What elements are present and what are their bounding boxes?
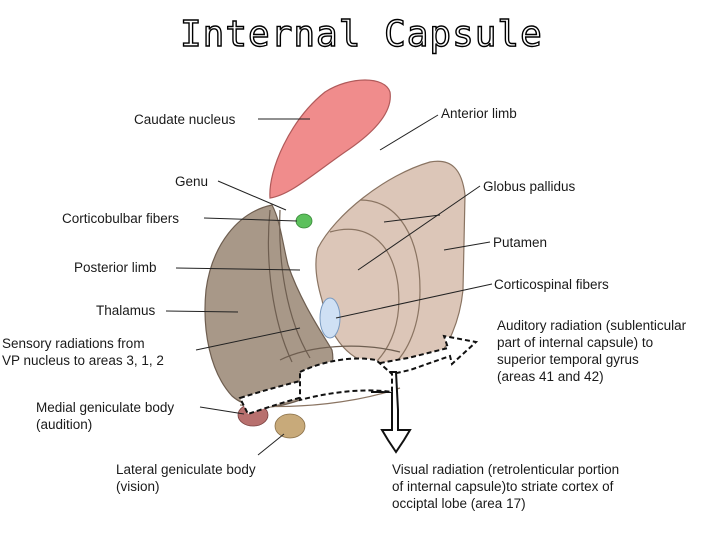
leader-posterior-limb: [175, 267, 301, 271]
label-genu: Genu: [175, 174, 208, 189]
leader-corticobulbar: [203, 217, 298, 222]
thalamus-fiber-line-2: [279, 209, 311, 359]
label-medial-geniculate-body: Medial geniculate body (audition): [36, 400, 178, 432]
label-sensory-radiations: Sensory radiations from VP nucleus to ar…: [2, 336, 164, 368]
label-anterior-limb: Anterior limb: [441, 106, 517, 121]
globus-pallidus-inner-boundary: [329, 228, 400, 367]
leader-medial-geniculate: [199, 406, 245, 415]
label-corticospinal-fibers: Corticospinal fibers: [494, 277, 609, 292]
leader-lateral-geniculate: [257, 433, 285, 456]
label-caudate-nucleus: Caudate nucleus: [134, 112, 236, 127]
label-auditory-radiation: Auditory radiation (sublenticular part o…: [497, 318, 690, 384]
capsule-arc: [279, 345, 401, 361]
thalamus: [204, 204, 334, 408]
leader-genu: [217, 180, 287, 211]
label-posterior-limb: Posterior limb: [74, 260, 157, 275]
corticospinal-fibers: [319, 297, 341, 339]
page-title: Internal Capsule: [179, 13, 543, 55]
label-lateral-geniculate-body: Lateral geniculate body (vision): [116, 462, 259, 494]
leader-putamen: [443, 241, 491, 251]
label-putamen: Putamen: [493, 235, 547, 250]
leader-anterior-limb: [379, 114, 439, 151]
thalamus-fiber-line-1: [267, 209, 293, 363]
label-corticobulbar-fibers: Corticobulbar fibers: [62, 211, 179, 226]
caudate-nucleus: [269, 79, 391, 199]
corticobulbar-fibers: [295, 213, 313, 229]
label-thalamus: Thalamus: [96, 303, 156, 318]
leader-thalamus: [165, 310, 239, 313]
globus-pallidus-outer-boundary: [359, 199, 421, 367]
leader-globus-pallidus: [357, 185, 481, 271]
leader-sensory: [195, 327, 301, 351]
lentiform-nucleus: [315, 160, 466, 367]
leader-globus-pallidus-inner: [383, 214, 441, 223]
leader-corticospinal: [335, 283, 493, 319]
leader-lines: [165, 114, 493, 456]
label-globus-pallidus: Globus pallidus: [483, 179, 576, 194]
label-visual-radiation: Visual radiation (retrolenticular portio…: [392, 462, 623, 511]
visual-radiation-band: [299, 357, 393, 402]
lateral-geniculate-body: [274, 413, 306, 439]
